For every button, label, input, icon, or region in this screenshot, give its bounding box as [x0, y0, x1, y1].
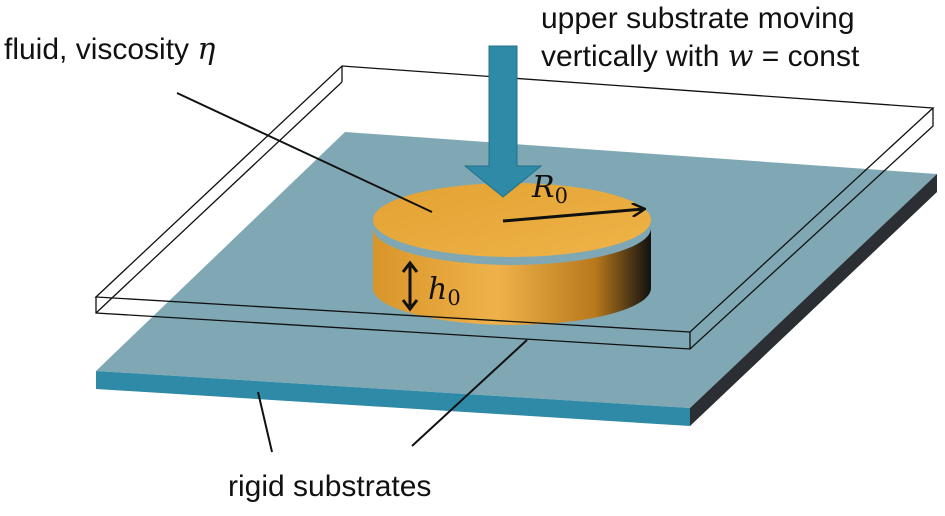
- rigid-leader-line-left: [257, 391, 273, 453]
- fluid-leader-line: [176, 92, 433, 213]
- upper-substrate-label: upper substrate moving vertically with w…: [541, 0, 859, 76]
- rigid-substrates-label: rigid substrates: [228, 470, 432, 503]
- radius-symbol: R: [532, 170, 555, 205]
- lower-substrate-side-edge: [690, 174, 937, 426]
- height-label: h0: [428, 272, 461, 310]
- viscosity-symbol: η: [197, 32, 216, 67]
- velocity-symbol: w: [727, 39, 754, 74]
- radius-subscript: 0: [554, 184, 568, 208]
- downward-arrow-icon: [463, 45, 543, 198]
- upper-label-line2: vertically with w = const: [541, 38, 859, 76]
- upper-label-line2-pre: vertically with: [541, 40, 728, 73]
- rigid-leader-line-right: [411, 339, 528, 447]
- upper-substrate-back-left-bottom: [95, 81, 343, 314]
- fluid-label-text: fluid, viscosity: [4, 33, 198, 66]
- fluid-label: fluid, viscosity η: [4, 32, 215, 67]
- upper-label-line1: upper substrate moving: [541, 2, 855, 35]
- height-symbol: h: [428, 272, 448, 307]
- height-arrow-icon: [401, 260, 419, 312]
- upper-substrate: [94, 65, 935, 350]
- lower-substrate-front-edge: [96, 371, 690, 426]
- radius-arrow-icon: [502, 209, 644, 223]
- upper-label-line2-post: = const: [753, 40, 860, 73]
- radius-label: R0: [532, 170, 568, 208]
- height-subscript: 0: [447, 286, 461, 310]
- fluid-side: [373, 228, 651, 325]
